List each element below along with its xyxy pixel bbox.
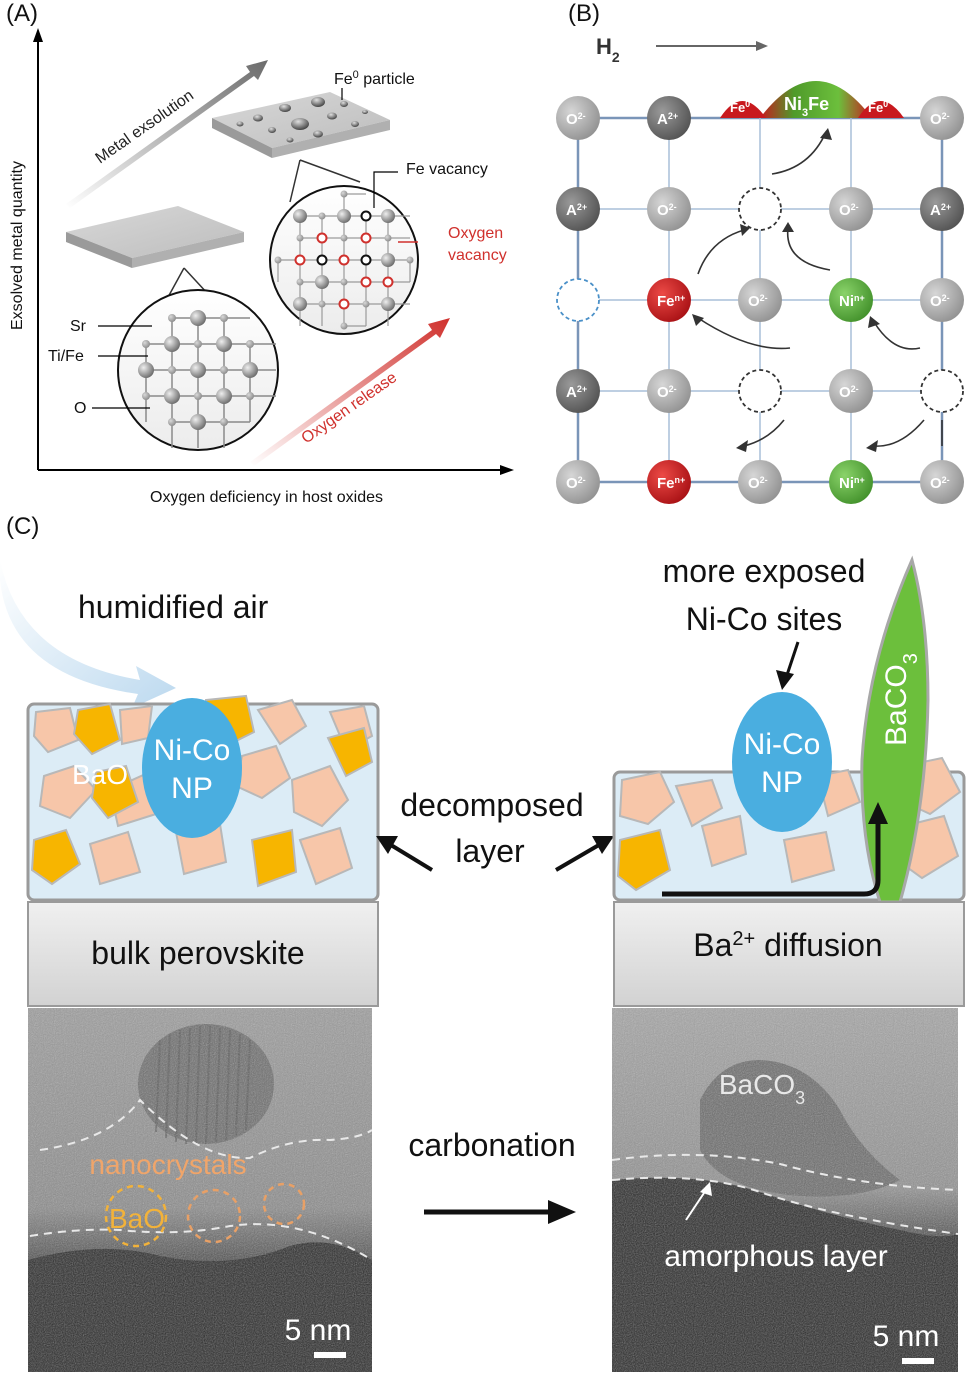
a-oxygen-vacancy-line2: vacancy (448, 247, 507, 264)
c-humidified-air: humidified air (78, 589, 269, 625)
b-fe0-label-left: Fe0 (730, 99, 750, 115)
b-atom (920, 187, 964, 231)
b-atom (920, 96, 964, 140)
panel-c-label: (C) (6, 513, 40, 540)
b-atom (647, 460, 691, 504)
b-atom-label: A2+ (930, 202, 951, 219)
c-tem-bao-label: BaO (109, 1203, 165, 1234)
c-left-bao: BaO (72, 759, 128, 790)
b-atom (556, 187, 600, 231)
panel-b-label: (B) (568, 0, 600, 27)
c-left-np-line2: NP (171, 772, 213, 805)
a-o-label: O (74, 400, 86, 417)
b-atom (647, 369, 691, 413)
c-right-bao-grain (616, 828, 672, 892)
b-fe0-right (858, 101, 904, 118)
b-atom (920, 460, 964, 504)
b-atom-label: O2- (566, 111, 586, 128)
b-ni3fe-label: Ni3Fe (784, 94, 829, 119)
c-bulk-perovskite-label: bulk perovskite (91, 935, 304, 971)
b-atom-label: O2- (930, 293, 950, 310)
b-vacancy (738, 369, 782, 413)
b-atom (829, 369, 873, 413)
b-atom-label: O2- (748, 293, 768, 310)
c-ba-diffusion-arrow (662, 820, 881, 897)
c-right-np-line2: NP (761, 766, 803, 799)
b-atom-label: O2- (930, 475, 950, 492)
b-atom-label: O2- (839, 202, 859, 219)
a-sr-label: Sr (70, 318, 87, 335)
a-fe-particle-label: Fe0 particle (334, 69, 415, 88)
b-atom (556, 369, 600, 413)
c-left-tem-image (28, 1008, 372, 1372)
c-amorphous-layer-label: amorphous layer (664, 1240, 887, 1273)
b-vacancy (556, 278, 600, 322)
b-atom (647, 187, 691, 231)
c-decomposed-line2: layer (455, 833, 525, 869)
b-atom (829, 460, 873, 504)
b-ni3fe-particle (760, 81, 872, 118)
b-atom-label: O2- (930, 111, 950, 128)
b-atom (647, 96, 691, 140)
panel-c-diagram: humidified air Ni-Co NP BaO bulk perovsk… (0, 553, 966, 1372)
c-left-nico-np (142, 698, 242, 838)
c-carbonation-label: carbonation (408, 1127, 575, 1163)
b-migration-arrows (697, 131, 943, 447)
c-air-arrow (0, 560, 176, 708)
b-atom-label: O2- (748, 475, 768, 492)
b-vacancy (920, 369, 964, 413)
b-atom (738, 460, 782, 504)
b-atom-label: Fen+ (657, 475, 685, 492)
c-scale-right: 5 nm (873, 1320, 940, 1353)
b-atom (920, 278, 964, 322)
b-arrow-heads (692, 128, 880, 452)
c-decomposed-line1: decomposed (400, 787, 583, 823)
c-scale-left: 5 nm (285, 1314, 352, 1347)
a-oxygen-vacancy-line1: Oxygen (448, 225, 503, 242)
c-more-exposed-line2: Ni-Co sites (686, 601, 842, 637)
b-atom (738, 278, 782, 322)
b-atom (647, 278, 691, 322)
b-fe0-label-right: Fe0 (868, 99, 888, 115)
b-atom-label: A2+ (566, 202, 587, 219)
c-right-np-line1: Ni-Co (744, 728, 821, 761)
b-atom-label: A2+ (566, 384, 587, 401)
b-atom-label: A2+ (657, 111, 678, 128)
b-atom (829, 278, 873, 322)
a-fe-vacancy-label: Fe vacancy (406, 161, 488, 178)
a-oxygen-release-label: Oxygen release (299, 369, 401, 447)
a-x-axis-label: Oxygen deficiency in host oxides (150, 489, 383, 506)
b-atom (829, 187, 873, 231)
b-atom (556, 460, 600, 504)
c-left-bulk-perovskite (27, 901, 379, 1007)
c-right-bulk (613, 901, 965, 1007)
b-atom-label: O2- (566, 475, 586, 492)
b-atom-label: Nin+ (839, 475, 865, 492)
c-left-np-line1: Ni-Co (154, 734, 231, 767)
panel-a-label: (A) (6, 0, 38, 27)
c-right-tem-image (612, 1008, 958, 1372)
b-vacancy (738, 187, 782, 231)
b-atom-label: Fen+ (657, 293, 685, 310)
c-baco3-vertical: BaCO3 (880, 653, 922, 746)
fe-particles (236, 97, 368, 143)
c-nanocrystals-label: nanocrystals (89, 1149, 246, 1180)
b-atom-label: O2- (657, 202, 677, 219)
a-y-axis-label: Exsolved metal quantity (9, 161, 26, 330)
b-atom-label: O2- (657, 384, 677, 401)
c-right-nico-np (732, 692, 832, 832)
c-more-exposed-line1: more exposed (663, 553, 866, 589)
b-atom-label: O2- (839, 384, 859, 401)
panel-b-diagram: H2 Ni3Fe Fe0 Fe0 O2- A2+ O2- A2+ O2- O2- A2+ Fe… (556, 34, 964, 504)
b-atom (556, 96, 600, 140)
b-fe0-left (720, 101, 766, 118)
panel-a-diagram: Exsolved metal quantity Oxygen deficienc… (9, 28, 514, 506)
b-h2-label: H2 (596, 34, 620, 65)
a-tife-label: Ti/Fe (48, 348, 84, 365)
c-tem-baco3-label: BaCO3 (719, 1069, 805, 1108)
c-ba-diffusion-label: Ba2+ diffusion (693, 927, 882, 963)
b-atom-label: Nin+ (839, 293, 865, 310)
